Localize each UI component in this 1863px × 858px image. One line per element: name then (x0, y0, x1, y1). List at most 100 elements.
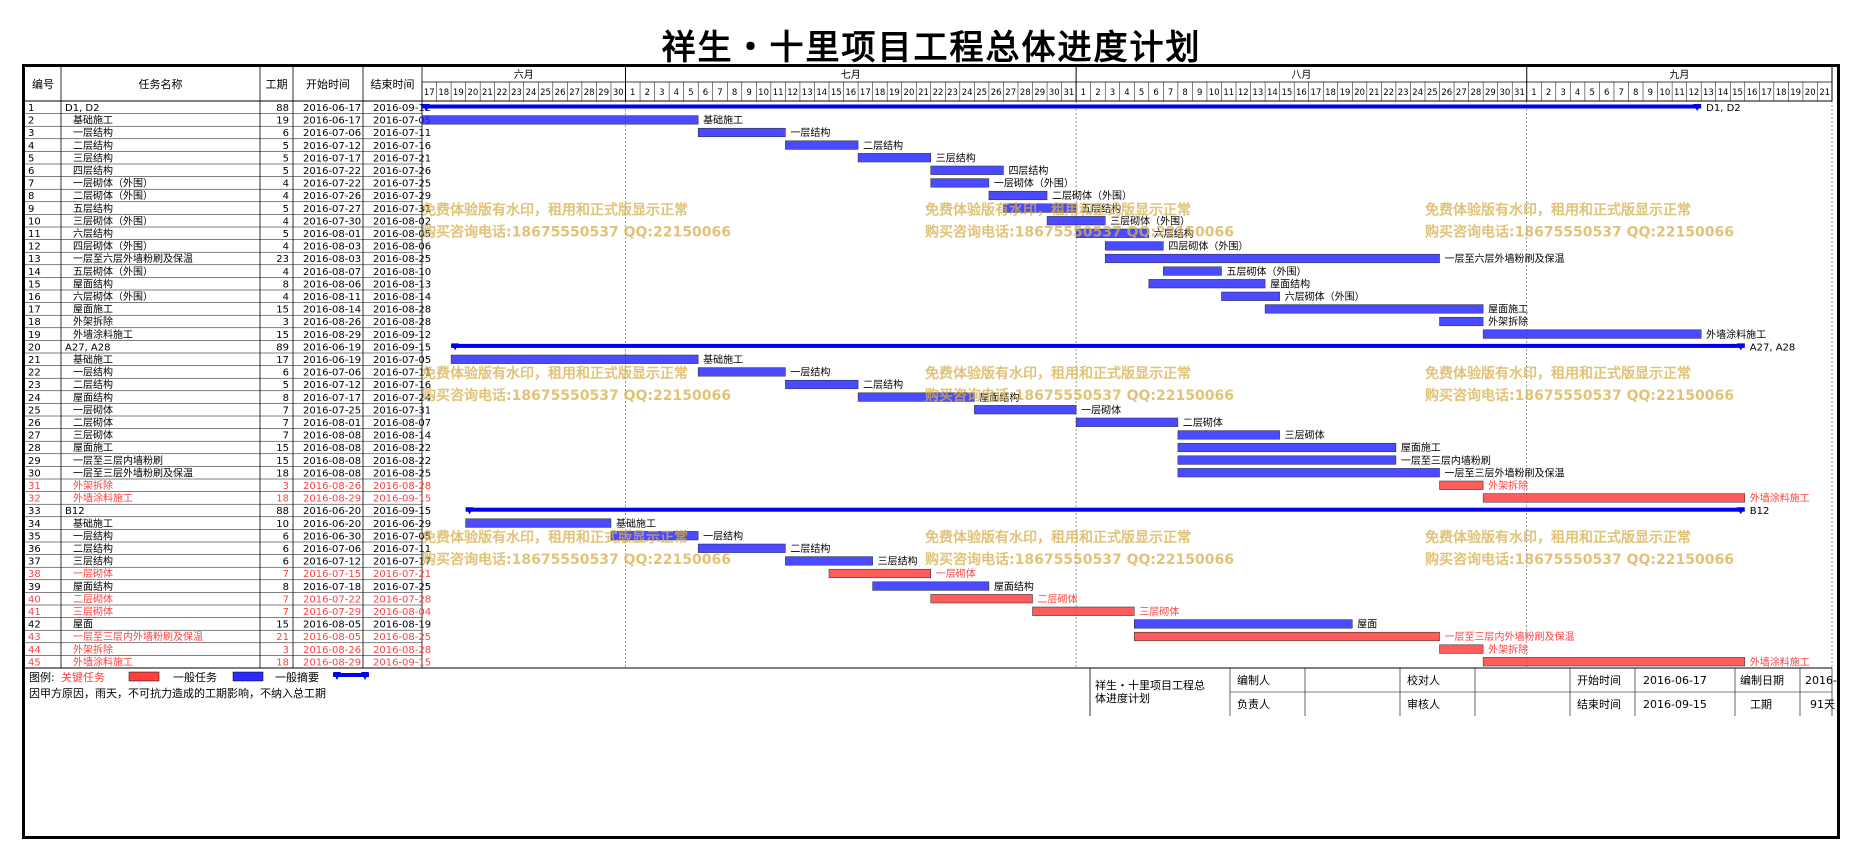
task-bar-label: 二层结构 (790, 542, 830, 555)
task-bar[interactable] (1134, 631, 1440, 642)
task-start: 2016-07-22 (303, 594, 361, 605)
day-label: 16 (1296, 88, 1307, 98)
day-label: 9 (1648, 88, 1653, 98)
task-bar[interactable] (1264, 304, 1484, 314)
task-bar[interactable] (828, 568, 932, 579)
task-id: 21 (28, 355, 41, 366)
task-id: 41 (28, 607, 41, 618)
task-bar[interactable] (1482, 329, 1702, 339)
task-name: 一层至三层内外墙粉刷及保温 (73, 630, 203, 643)
task-bar[interactable] (857, 153, 932, 163)
task-bar[interactable] (857, 392, 975, 402)
day-label: 31 (1514, 88, 1525, 98)
task-bar[interactable] (1134, 619, 1353, 629)
task-name: 二层结构 (73, 378, 113, 391)
task-bar[interactable] (872, 581, 990, 591)
watermark-text: 免费体验版有水印，租用和正式版显示正常 (925, 365, 1191, 382)
day-label: 25 (1427, 88, 1438, 98)
task-bar[interactable] (1177, 442, 1397, 453)
task-id: 24 (28, 393, 41, 404)
task-bar[interactable] (1439, 480, 1484, 490)
task-end: 2016-08-25 (373, 468, 431, 479)
day-label: 10 (758, 88, 769, 98)
task-bar[interactable] (1148, 279, 1266, 289)
task-bar[interactable] (1075, 417, 1179, 427)
task-duration: 15 (276, 330, 289, 341)
task-end: 2016-08-14 (373, 431, 431, 442)
task-id: 34 (28, 519, 41, 530)
task-id: 44 (28, 645, 41, 656)
task-id: 12 (28, 242, 41, 253)
task-start: 2016-08-29 (303, 657, 361, 668)
task-id: 8 (28, 191, 34, 202)
task-name: 屋面施工 (73, 303, 113, 316)
task-bar[interactable] (697, 127, 786, 138)
task-start: 2016-07-27 (303, 204, 361, 215)
task-name: 二层砌体（外围） (73, 190, 153, 202)
task-start: 2016-07-12 (303, 141, 361, 152)
task-bar[interactable] (1163, 266, 1222, 276)
task-duration: 10 (276, 519, 289, 530)
task-name: 屋面 (73, 619, 93, 631)
task-bar[interactable] (1046, 216, 1106, 226)
task-bar[interactable] (697, 367, 786, 377)
task-bar[interactable] (785, 556, 873, 566)
task-bar[interactable] (1439, 316, 1484, 327)
task-bar-label: 三层砌体（外围） (1110, 215, 1190, 227)
task-id: 4 (28, 141, 34, 152)
day-label: 2 (645, 88, 650, 98)
day-label: 3 (1110, 88, 1115, 98)
task-bar[interactable] (1104, 253, 1440, 264)
day-label: 21 (482, 88, 493, 98)
day-label: 28 (1470, 88, 1481, 98)
task-bar[interactable] (785, 140, 859, 150)
task-bar[interactable] (1482, 657, 1746, 667)
day-label: 20 (904, 88, 915, 98)
task-id: 19 (28, 330, 41, 341)
task-end: 2016-07-28 (373, 594, 431, 605)
task-bar[interactable] (1439, 644, 1484, 654)
day-label: 7 (1168, 88, 1173, 98)
task-bar-label: 基础施工 (703, 353, 743, 366)
task-bar[interactable] (1104, 241, 1164, 251)
task-bar[interactable] (1032, 606, 1135, 616)
day-label: 29 (598, 88, 609, 98)
day-label: 17 (1761, 88, 1772, 98)
task-end: 2016-08-05 (373, 229, 431, 240)
task-bar[interactable] (1482, 493, 1746, 503)
task-start: 2016-08-06 (303, 279, 361, 290)
day-label: 13 (802, 88, 813, 98)
summary-bar (451, 343, 1745, 348)
task-bar[interactable] (974, 405, 1077, 415)
task-end: 2016-06-29 (373, 519, 431, 530)
task-bar[interactable] (1221, 291, 1280, 301)
day-label: 4 (674, 88, 679, 98)
task-bar[interactable] (988, 190, 1048, 201)
day-label: 10 (1659, 88, 1670, 98)
task-bar[interactable] (1177, 468, 1440, 478)
task-bar[interactable] (421, 115, 699, 125)
day-label: 7 (1619, 88, 1624, 98)
task-name: 基础施工 (73, 517, 113, 530)
task-bar[interactable] (1177, 430, 1280, 440)
task-bar[interactable] (450, 354, 699, 364)
page-title: 祥生・十里项目工程总体进度计划 (661, 28, 1202, 68)
task-bar[interactable] (697, 543, 786, 553)
task-bar[interactable] (1075, 228, 1150, 238)
task-bar-label: 屋面施工 (1488, 303, 1528, 316)
task-end: 2016-07-24 (373, 393, 431, 404)
task-bar[interactable] (1177, 455, 1397, 465)
task-start: 2016-07-17 (303, 393, 361, 404)
task-bar[interactable] (465, 518, 612, 528)
task-bar[interactable] (930, 165, 1004, 175)
task-end: 2016-09-15 (373, 506, 431, 517)
task-id: 28 (28, 443, 41, 454)
task-bar[interactable] (785, 379, 859, 390)
day-label: 12 (787, 88, 798, 98)
day-label: 13 (1703, 88, 1714, 98)
task-start: 2016-07-26 (303, 191, 361, 202)
task-bar[interactable] (930, 178, 990, 188)
task-bar[interactable] (1003, 203, 1077, 213)
task-bar[interactable] (610, 531, 699, 541)
task-bar[interactable] (930, 594, 1033, 604)
